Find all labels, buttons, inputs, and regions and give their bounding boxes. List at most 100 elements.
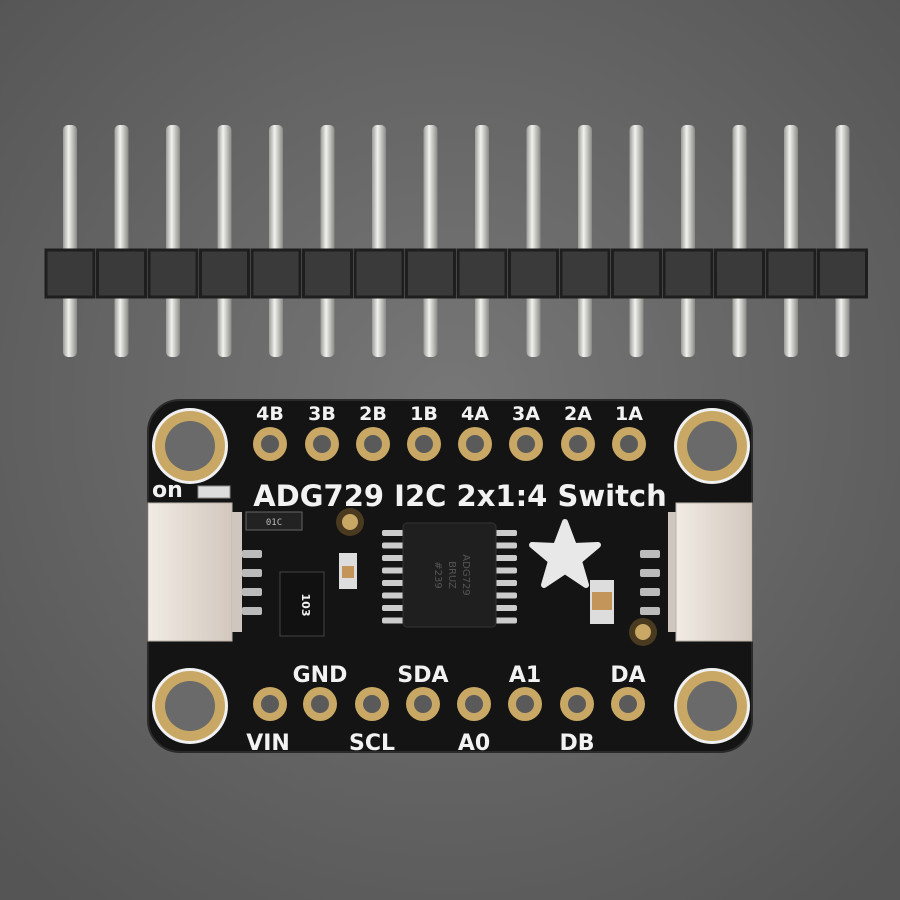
- pin-label-1b: 1B: [410, 403, 438, 425]
- header-pin: [629, 125, 644, 357]
- pin-label-3b: 3B: [308, 403, 336, 425]
- chip-leg: [382, 617, 406, 624]
- connector-pad: [640, 588, 660, 596]
- resistor-network-marking: 103: [299, 594, 312, 617]
- breakout-board: ADG729 I2C 2x1:4 Switch on 103 01C: [147, 399, 753, 753]
- header-plastic-segment: [44, 248, 96, 299]
- pin-hole: [568, 695, 586, 713]
- connector-pads: [242, 550, 660, 615]
- chip-leg: [382, 530, 406, 536]
- pin-label-4a: 4A: [461, 403, 489, 425]
- pin-hole: [261, 695, 279, 713]
- small-resistor-marking: 01C: [266, 518, 282, 528]
- capacitor-body: [592, 592, 612, 610]
- pin-hole: [313, 435, 331, 453]
- chip-marking-line-2: BRUZ: [446, 561, 457, 589]
- header-pin: [423, 125, 438, 357]
- header-plastic-segment: [765, 248, 817, 299]
- test-pad-gold: [342, 514, 358, 530]
- pin-hole: [364, 435, 382, 453]
- pin-hole: [619, 695, 637, 713]
- capacitor-body: [342, 566, 354, 578]
- pin-label-a1: A1: [509, 663, 541, 688]
- header-plastic-segment: [405, 248, 456, 299]
- header-pin: [681, 125, 695, 357]
- mounting-hole: [687, 681, 737, 731]
- chip-leg: [493, 530, 517, 536]
- pin-hole: [516, 695, 534, 713]
- resistor-network-body: [279, 571, 325, 637]
- pin-hole: [465, 695, 483, 713]
- chip-leg: [382, 542, 406, 549]
- header-pin: [166, 125, 180, 357]
- pin-label-vin: VIN: [246, 731, 290, 756]
- pin-header: [44, 125, 868, 357]
- chip-leg: [493, 617, 517, 624]
- pin-hole: [569, 435, 587, 453]
- header-pin: [63, 125, 77, 357]
- header-pin: [217, 125, 232, 357]
- chip-leg: [382, 605, 406, 611]
- header-pin: [114, 125, 129, 357]
- header-pin: [475, 125, 489, 357]
- board-title: ADG729 I2C 2x1:4 Switch: [253, 479, 667, 513]
- power-led-label: on: [152, 478, 183, 503]
- pin-hole: [261, 435, 279, 453]
- adafruit-flower-icon: [529, 519, 601, 588]
- chip-leg: [382, 555, 406, 561]
- connector-housing: [675, 502, 753, 642]
- power-led: [197, 485, 231, 499]
- chip-leg: [493, 580, 517, 586]
- pin-label-4b: 4B: [256, 403, 284, 425]
- header-plastic-segment: [302, 248, 353, 299]
- header-pin: [372, 125, 386, 357]
- pin-label-1a: 1A: [615, 403, 643, 425]
- pin-label-db: DB: [559, 731, 594, 756]
- pin-hole: [415, 435, 433, 453]
- chip-leg: [493, 542, 517, 549]
- connector-pad: [640, 607, 660, 615]
- pin-label-scl: SCL: [349, 731, 395, 756]
- test-pad-gold: [635, 624, 651, 640]
- chip-body: [402, 522, 497, 628]
- mounting-hole: [687, 421, 737, 471]
- connector-pad: [242, 550, 262, 558]
- header-plastic-segment: [199, 248, 250, 299]
- connector-pad: [640, 550, 660, 558]
- pin-hole: [363, 695, 381, 713]
- adg729-chip: ADG729 BRUZ #239: [402, 522, 497, 628]
- header-pin: [835, 125, 850, 357]
- chip-leg: [493, 567, 517, 574]
- header-pin: [784, 125, 798, 357]
- connector-lip: [668, 512, 678, 632]
- connector-lip: [232, 512, 242, 632]
- stemma-connector-right: [668, 502, 753, 642]
- bottom-pin-row: [253, 687, 645, 721]
- pin-label-2a: 2A: [564, 403, 592, 425]
- chip-marking-line-3: #239: [432, 561, 443, 588]
- pin-hole: [414, 695, 432, 713]
- pin-label-2b: 2B: [359, 403, 387, 425]
- header-plastic-segment: [714, 248, 765, 299]
- pin-hole: [620, 435, 638, 453]
- pin-label-a0: A0: [458, 731, 490, 756]
- connector-housing: [147, 502, 233, 642]
- pin-hole: [311, 695, 329, 713]
- pin-label-3a: 3A: [512, 403, 540, 425]
- chip-marking-line-1: ADG729: [460, 554, 471, 595]
- pin-hole: [517, 435, 535, 453]
- chip-leg: [382, 592, 406, 599]
- small-resistor-body: [245, 511, 303, 531]
- connector-pad: [242, 569, 262, 577]
- header-pin: [269, 125, 283, 357]
- connector-pad: [640, 569, 660, 577]
- small-resistor: 01C: [245, 511, 303, 531]
- mounting-holes: [152, 408, 750, 744]
- header-plastic-segment: [456, 248, 508, 299]
- header-plastic-segment: [250, 248, 302, 299]
- header-plastic-segment: [611, 248, 662, 299]
- mounting-hole: [165, 421, 215, 471]
- chip-leg: [493, 605, 517, 611]
- header-plastic-segment: [147, 248, 199, 299]
